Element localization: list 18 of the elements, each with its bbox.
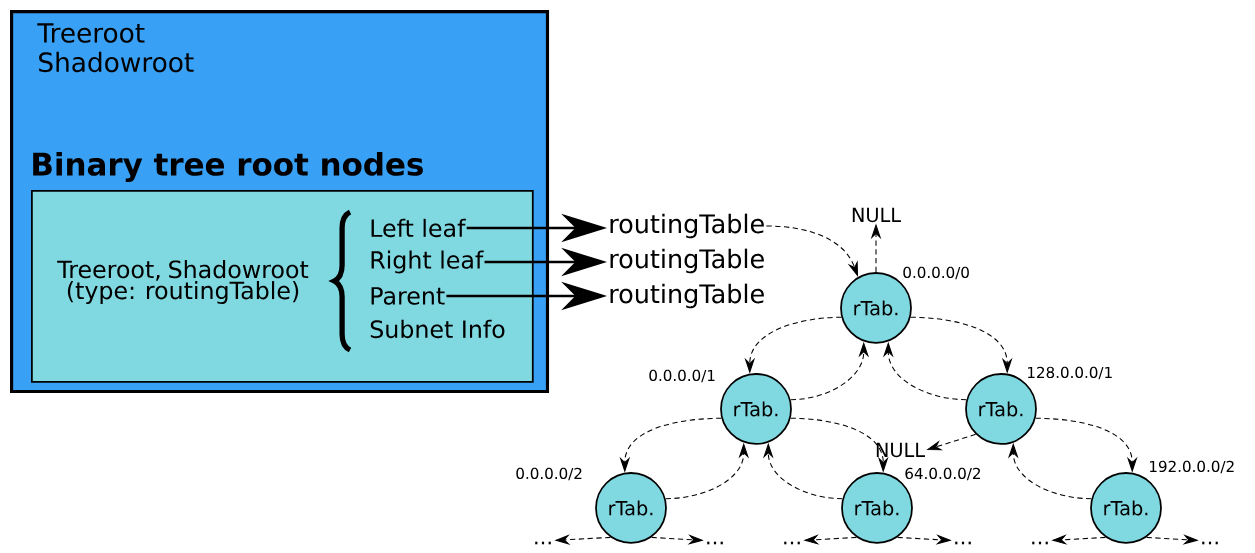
field-label: Subnet Info <box>370 319 505 339</box>
routing-table-label: routingTable <box>610 248 764 274</box>
field-label: Right leaf <box>371 250 484 274</box>
subnet-label: 0.0.0.0/2 <box>516 467 582 481</box>
ellipsis: ... <box>1032 541 1048 545</box>
ellipsis: ... <box>955 541 971 545</box>
null-label: NULL <box>852 207 901 223</box>
routing-table-label: routingTable <box>610 213 764 239</box>
field-label: Parent <box>371 287 445 305</box>
ellipsis: ... <box>784 541 800 545</box>
ellipsis: ... <box>707 541 723 545</box>
subnet-label: 0.0.0.0/1 <box>649 369 715 383</box>
ellipsis: ... <box>1202 541 1218 545</box>
null-label: NULL <box>876 442 925 458</box>
ellipsis: ... <box>535 541 551 545</box>
routing-table-label: routingTable <box>610 283 764 309</box>
field-label: Left leaf <box>371 218 466 238</box>
subnet-label: 192.0.0.0/2 <box>1150 460 1234 474</box>
